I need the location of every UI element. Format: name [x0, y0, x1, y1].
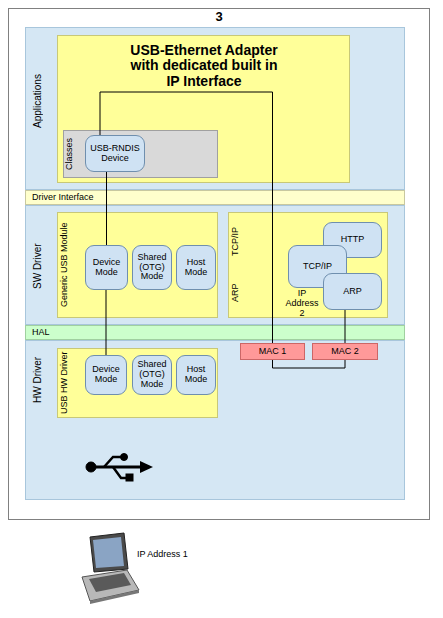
laptop-lid [90, 533, 128, 572]
hal-band: HAL [25, 325, 405, 340]
class-box: USB-RNDIS Device [85, 135, 145, 172]
mode-box: Device Mode [85, 355, 127, 395]
module-box-text: Generic USB Module [60, 213, 70, 317]
application-box-text: USB-Ethernet Adapter with dedicated buil… [126, 43, 282, 89]
laptop-base [82, 570, 139, 601]
mode-box-text: Shared (OTG) Mode [133, 246, 171, 289]
mode-box: Shared (OTG) Mode [132, 355, 172, 395]
classes-box-text: Classes [65, 131, 75, 177]
hal-band-text: HAL [32, 328, 50, 338]
module-box: Generic USB Module Device ModeShared (OTG… [57, 212, 218, 318]
laptop-illustration [82, 533, 139, 604]
frame-box-text: 3 [9, 10, 429, 24]
layer-band-text: SW Driver [32, 216, 43, 316]
mode-box: Device Mode [85, 245, 128, 290]
classes-box: Classes USB-RNDIS Device [63, 130, 218, 178]
stack-box: TCP/IPARPIP Address 2HTTPTCP/IPARP [228, 212, 388, 318]
mode-box-text: Shared (OTG) Mode [133, 356, 171, 394]
laptop-edge [90, 590, 139, 604]
mac-box: MAC 1 [240, 343, 305, 360]
mode-box-text: Device Mode [86, 246, 127, 289]
mode-box-text: Device Mode [86, 356, 126, 394]
driver-box-text: USB HW Driver [60, 349, 70, 417]
mode-box: Shared (OTG) Mode [132, 245, 172, 290]
mac-box: MAC 2 [312, 343, 378, 360]
layer-band-text: Applications [32, 46, 43, 156]
mode-box-text: Host Mode [177, 246, 215, 289]
mode-box: Host Mode [176, 245, 216, 290]
mode-box: Host Mode [176, 355, 216, 395]
protocol-box: ARP [323, 273, 382, 310]
layer-band: SW Driver Generic USB Module Device ModeSh… [25, 205, 405, 325]
application-box: USB-Ethernet Adapter with dedicated buil… [57, 35, 350, 183]
interface-band-text: Driver Interface [32, 193, 94, 203]
protocol-box-text: ARP [324, 274, 381, 309]
mode-box-text: Host Mode [177, 356, 215, 394]
stack-box-text: ARP [231, 273, 241, 313]
layer-band: Applications USB-Ethernet Adapter with de… [25, 27, 405, 190]
layer-band: HW Driver MAC 1 MAC 2 USB HW Driver Device M… [25, 340, 405, 500]
layer-band-text: HW Driver [32, 345, 43, 415]
frame-box: 3Applications USB-Ethernet Adapter with d… [8, 8, 430, 520]
stack-box-text: TCP/IP [231, 217, 241, 265]
address-label: IP Address 1 [137, 549, 188, 559]
laptop-keyboard [89, 573, 131, 592]
stack-box-text: IP Address 2 [284, 289, 320, 319]
mac-box-text: MAC 1 [241, 344, 304, 359]
class-box-text: USB-RNDIS Device [86, 136, 144, 171]
laptop-screen [93, 537, 124, 568]
mac-box-text: MAC 2 [313, 344, 377, 359]
interface-band: Driver Interface [25, 190, 405, 205]
driver-box: USB HW Driver Device ModeShared (OTG) Mod… [57, 348, 218, 418]
